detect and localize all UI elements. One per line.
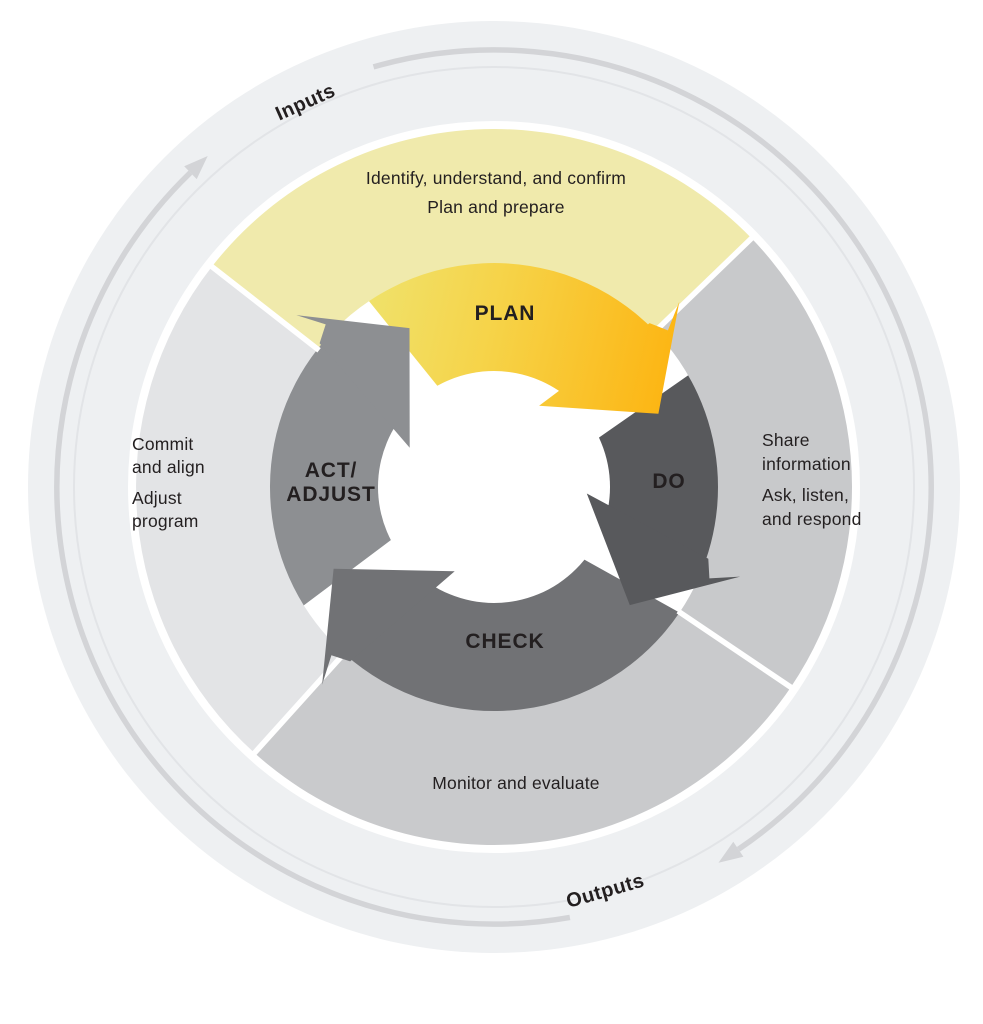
- do-note-line3: Ask, listen,: [762, 485, 849, 505]
- ring-accent-circle: [73, 66, 915, 908]
- do-stage-label: DO: [652, 470, 685, 493]
- check-note-line1: Monitor and evaluate: [432, 773, 599, 793]
- wedge-check: [254, 612, 791, 845]
- act-stage-label-line1: ACT/: [305, 459, 358, 482]
- wedge-plan: [211, 129, 752, 350]
- center-disc: [378, 371, 610, 603]
- diagram-labels: Inputs Outputs Identify, understand, and…: [132, 80, 862, 913]
- do-note-line1: Share: [762, 430, 810, 450]
- wedge-divider: [651, 232, 758, 335]
- flow-arc-right: [372, 47, 934, 852]
- wedge-act: [136, 266, 345, 753]
- do-note-line2: information: [762, 454, 851, 474]
- plan-stage-label: PLAN: [475, 302, 536, 325]
- act-note-line3: Adjust: [132, 488, 182, 508]
- act-note-line1: Commit: [132, 434, 193, 454]
- act-stage-label-line2: ADJUST: [286, 483, 375, 506]
- plan-note-line1: Identify, understand, and confirm: [366, 168, 626, 188]
- act-note-line4: program: [132, 511, 199, 531]
- wedge-divider: [205, 260, 321, 353]
- diagram-geometry: [28, 21, 960, 953]
- wedge-divider: [676, 608, 798, 693]
- act-arrow-head-icon: [296, 315, 410, 448]
- do-note-line4: and respond: [762, 509, 862, 529]
- flow-arc-left-arrowhead-icon: [184, 156, 208, 180]
- check-stage-label: CHECK: [465, 630, 544, 653]
- do-arrow-head-icon: [586, 493, 741, 606]
- flow-arc-right-arrowhead-icon: [718, 841, 744, 863]
- wedge-divider: [248, 650, 348, 760]
- plan-arrow-head-icon: [539, 301, 680, 414]
- act-note-line2: and align: [132, 457, 205, 477]
- act-arrow-band: [265, 340, 448, 608]
- flow-arc-left: [54, 170, 571, 927]
- check-arrow-head-icon: [322, 568, 455, 685]
- plan-arrow-band: [366, 259, 653, 444]
- plan-note-line2: Plan and prepare: [427, 197, 564, 217]
